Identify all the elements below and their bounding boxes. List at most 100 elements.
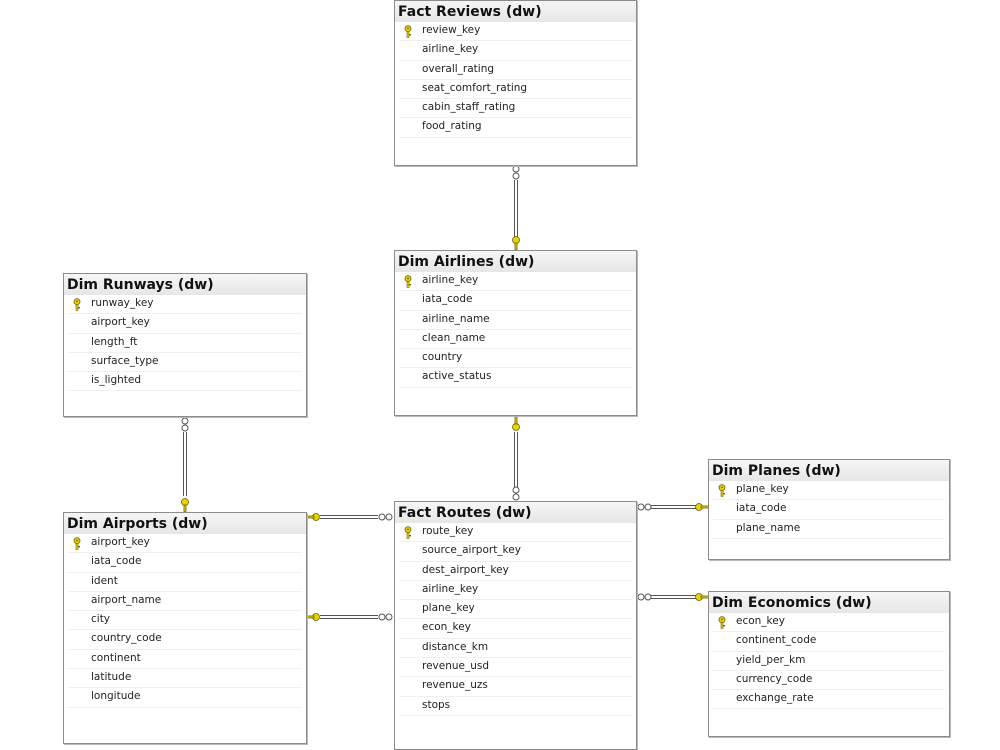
column-row[interactable]: iata_code <box>399 291 632 311</box>
column-row[interactable]: yield_per_km <box>713 652 945 671</box>
column-name: latitude <box>91 671 132 684</box>
primary-key-icon <box>73 537 81 550</box>
column-name: length_ft <box>91 335 138 348</box>
column-name: airline_key <box>422 274 479 286</box>
primary-key-icon <box>404 526 412 539</box>
column-row[interactable]: country_code <box>68 630 302 650</box>
column-row[interactable]: airline_name <box>399 311 632 330</box>
column-name: overall_rating <box>422 62 495 75</box>
column-name: continent_code <box>736 634 817 647</box>
column-row[interactable]: overall_rating <box>399 61 632 80</box>
column-name: runway_key <box>91 297 154 309</box>
column-row[interactable]: review_key <box>399 22 632 42</box>
table-title: Dim Runways (dw) <box>64 274 306 295</box>
column-row[interactable]: source_airport_key <box>399 542 632 562</box>
column-row[interactable]: latitude <box>68 669 302 689</box>
column-name: cabin_staff_rating <box>422 101 516 114</box>
column-name: stops <box>422 698 451 711</box>
column-row[interactable]: econ_key <box>713 613 945 633</box>
column-name: country <box>422 351 463 364</box>
column-name: country_code <box>91 632 162 645</box>
column-name: seat_comfort_rating <box>422 81 528 94</box>
column-name: revenue_uzs <box>422 679 488 692</box>
column-name: airline_key <box>422 582 479 595</box>
column-name: longitude <box>91 690 141 703</box>
column-row[interactable]: plane_key <box>399 600 632 620</box>
column-row[interactable]: city <box>68 611 302 631</box>
column-row[interactable]: active_status <box>399 368 632 388</box>
column-row[interactable]: airport_key <box>68 534 302 554</box>
column-row[interactable]: exchange_rate <box>713 690 945 710</box>
column-name: distance_km <box>422 640 489 653</box>
column-name: dest_airport_key <box>422 563 509 576</box>
column-name: econ_key <box>422 621 471 634</box>
column-row[interactable]: seat_comfort_rating <box>399 80 632 100</box>
column-row[interactable]: longitude <box>68 688 302 708</box>
column-row[interactable]: length_ft <box>68 334 302 353</box>
column-row[interactable]: route_key <box>399 523 632 543</box>
column-name: active_status <box>422 370 492 383</box>
column-name: plane_key <box>422 602 475 615</box>
column-row[interactable]: revenue_usd <box>399 658 632 678</box>
column-row[interactable]: airline_key <box>399 41 632 61</box>
many-end-markers <box>181 165 652 621</box>
table-title: Dim Planes (dw) <box>709 460 949 481</box>
column-row[interactable]: continent_code <box>713 632 945 652</box>
column-row[interactable]: plane_name <box>713 520 945 539</box>
column-row[interactable]: iata_code <box>713 500 945 520</box>
column-name: econ_key <box>736 615 785 627</box>
column-name: airport_key <box>91 536 150 548</box>
column-row[interactable]: iata_code <box>68 553 302 573</box>
column-row[interactable]: stops <box>399 697 632 716</box>
column-name: city <box>91 613 111 626</box>
column-name: review_key <box>422 24 481 36</box>
column-name: yield_per_km <box>736 653 806 666</box>
column-list: runway_key airport_key length_ft surface_ty… <box>64 295 306 392</box>
column-name: iata_code <box>422 293 473 306</box>
column-row[interactable]: airport_key <box>68 314 302 334</box>
column-row[interactable]: plane_key <box>713 481 945 501</box>
column-row[interactable]: dest_airport_key <box>399 562 632 581</box>
table-title: Fact Reviews (dw) <box>395 1 636 22</box>
column-row[interactable]: runway_key <box>68 295 302 315</box>
column-row[interactable]: econ_key <box>399 619 632 639</box>
column-row[interactable]: airport_name <box>68 592 302 612</box>
primary-key-icon <box>718 616 726 629</box>
column-name: surface_type <box>91 354 159 367</box>
column-name: source_airport_key <box>422 544 521 557</box>
column-name: route_key <box>422 525 474 537</box>
column-row[interactable]: currency_code <box>713 671 945 691</box>
column-name: iata_code <box>91 555 142 568</box>
column-row[interactable]: ident <box>68 573 302 592</box>
column-row[interactable]: revenue_uzs <box>399 677 632 697</box>
primary-key-icon <box>404 25 412 38</box>
column-row[interactable]: food_rating <box>399 118 632 138</box>
primary-key-icon <box>718 484 726 497</box>
column-name: iata_code <box>736 502 787 515</box>
column-row[interactable]: country <box>399 349 632 369</box>
column-row[interactable]: airline_key <box>399 581 632 601</box>
column-row[interactable]: is_lighted <box>68 372 302 392</box>
column-row[interactable]: clean_name <box>399 330 632 350</box>
column-list: route_key source_airport_key dest_airport_… <box>395 523 636 716</box>
column-row[interactable]: cabin_staff_rating <box>399 99 632 119</box>
column-row[interactable]: surface_type <box>68 353 302 373</box>
column-name: currency_code <box>736 672 813 685</box>
column-row[interactable]: distance_km <box>399 639 632 659</box>
column-row[interactable]: airline_key <box>399 272 632 292</box>
column-name: airport_key <box>91 316 150 329</box>
column-row[interactable]: continent <box>68 650 302 670</box>
